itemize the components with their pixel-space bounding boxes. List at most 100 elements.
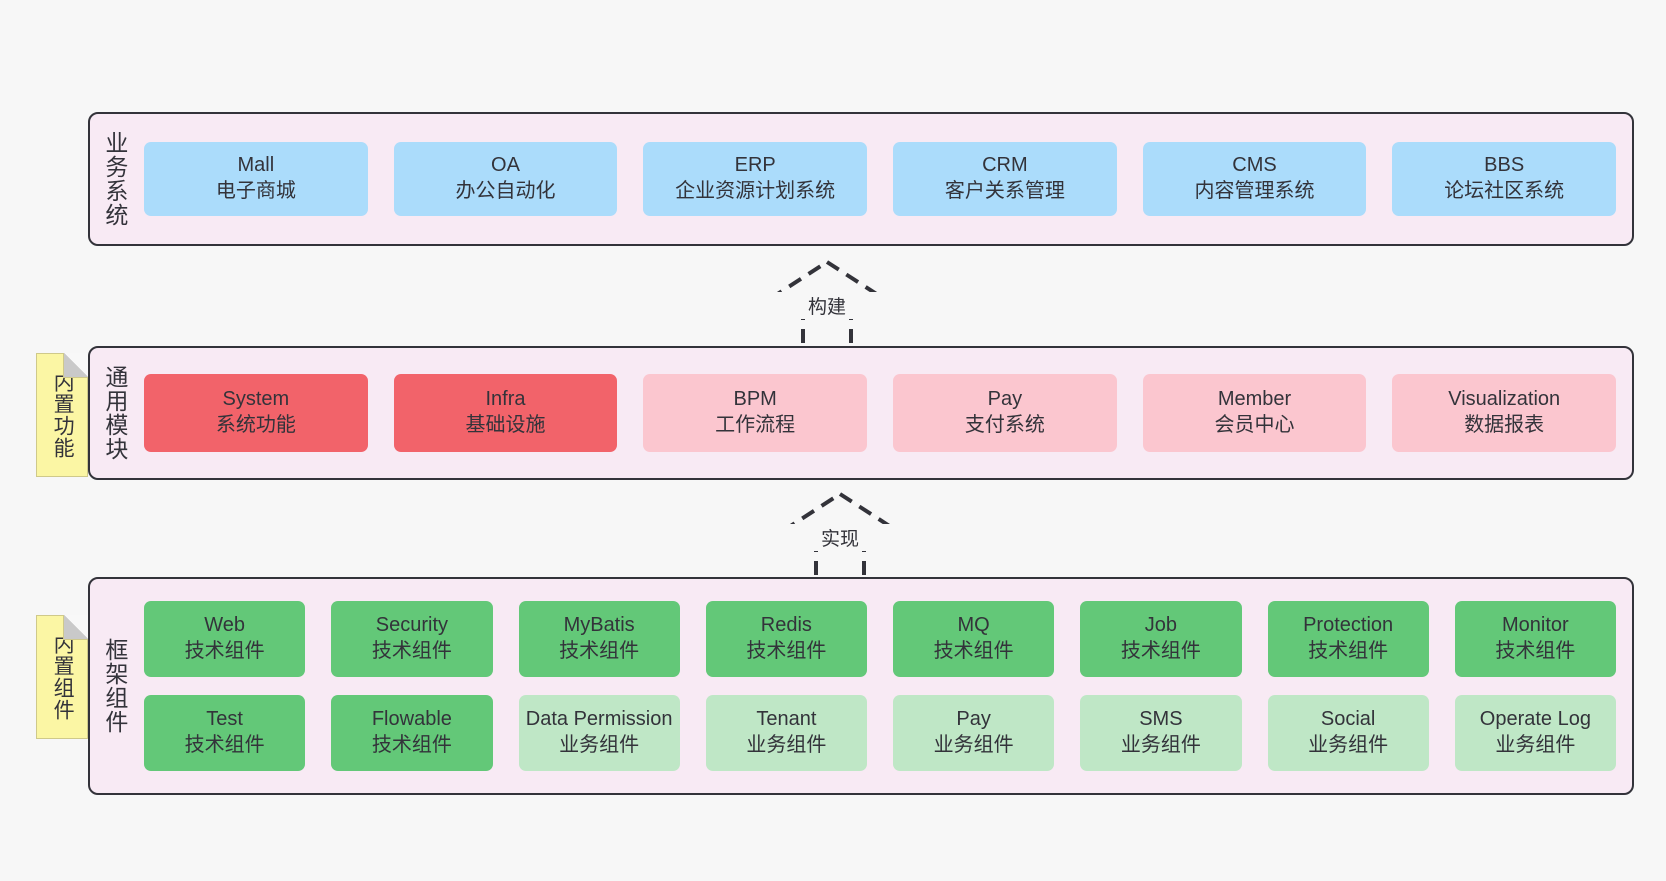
node-subtitle: 内容管理系统	[1194, 180, 1315, 202]
node-data-permission[interactable]: Data Permission 业务组件	[518, 695, 680, 771]
layer-label-business-systems: 业务系统	[101, 131, 128, 227]
business-systems-row: Mall 电子商城 OA 办公自动化 ERP 企业资源计划系统 CRM 客户关系…	[144, 142, 1617, 216]
node-pay-component[interactable]: Pay 业务组件	[893, 695, 1055, 771]
node-title: Tenant	[756, 708, 817, 731]
node-subtitle: 技术组件	[1495, 640, 1576, 662]
layer-body-business-systems: Mall 电子商城 OA 办公自动化 ERP 企业资源计划系统 CRM 客户关系…	[138, 114, 1632, 244]
node-title: ERP	[734, 154, 776, 177]
node-title: Mall	[237, 154, 275, 177]
node-title: Infra	[485, 388, 526, 411]
node-subtitle: 技术组件	[559, 640, 640, 662]
node-title: Security	[375, 614, 448, 637]
node-bpm[interactable]: BPM 工作流程	[643, 374, 868, 452]
node-infra[interactable]: Infra 基础设施	[393, 374, 618, 452]
node-job[interactable]: Job 技术组件	[1080, 601, 1242, 677]
node-subtitle: 技术组件	[1120, 640, 1201, 662]
node-protection[interactable]: Protection 技术组件	[1267, 601, 1429, 677]
layer-business-systems: 业务系统 Mall 电子商城 OA 办公自动化 ERP 企业资源计划系统 CRM…	[88, 112, 1634, 246]
note-builtin-features: 内置功能	[36, 353, 88, 477]
node-mall[interactable]: Mall 电子商城	[144, 142, 368, 216]
node-title: BBS	[1484, 154, 1525, 177]
node-erp[interactable]: ERP 企业资源计划系统	[643, 142, 868, 216]
hollow-triangle-arrowhead	[770, 492, 910, 540]
node-subtitle: 业务组件	[1495, 734, 1576, 756]
node-pay[interactable]: Pay 支付系统	[893, 374, 1117, 452]
node-sms[interactable]: SMS 业务组件	[1080, 695, 1242, 771]
node-title: System	[222, 388, 290, 411]
node-mq[interactable]: MQ 技术组件	[893, 601, 1055, 677]
node-title: MQ	[957, 614, 990, 637]
hollow-triangle-arrowhead	[757, 260, 897, 308]
framework-components-row-1: Web 技术组件 Security 技术组件 MyBatis 技术组件 Redi…	[144, 601, 1616, 677]
note-builtin-components: 内置组件	[36, 615, 88, 739]
node-title: Web	[204, 614, 245, 637]
layer-framework-components: 框架组件 Web 技术组件 Security 技术组件 MyBatis 技术组件…	[88, 577, 1634, 795]
node-title: Test	[206, 708, 243, 731]
node-subtitle: 技术组件	[933, 640, 1014, 662]
node-subtitle: 办公自动化	[455, 180, 556, 202]
layer-common-modules: 通用模块 System 系统功能 Infra 基础设施 BPM 工作流程 Pay…	[88, 346, 1634, 480]
node-title: Pay	[987, 388, 1023, 411]
node-operate-log[interactable]: Operate Log 业务组件	[1454, 695, 1616, 771]
node-title: CMS	[1232, 154, 1277, 177]
node-title: SMS	[1139, 708, 1183, 731]
node-title: Data Permission	[525, 708, 673, 731]
connector-realize: 实现	[750, 490, 930, 590]
node-title: BPM	[733, 388, 777, 411]
node-title: Operate Log	[1479, 708, 1591, 731]
node-test[interactable]: Test 技术组件	[144, 695, 306, 771]
node-title: Social	[1320, 708, 1376, 731]
node-subtitle: 业务组件	[1308, 734, 1389, 756]
framework-components-row-2: Test 技术组件 Flowable 技术组件 Data Permission …	[144, 695, 1616, 771]
node-subtitle: 业务组件	[1120, 734, 1201, 756]
common-modules-row: System 系统功能 Infra 基础设施 BPM 工作流程 Pay 支付系统…	[144, 374, 1617, 452]
layer-body-framework-components: Web 技术组件 Security 技术组件 MyBatis 技术组件 Redi…	[138, 579, 1632, 793]
node-title: CRM	[982, 154, 1028, 177]
node-cms[interactable]: CMS 内容管理系统	[1142, 142, 1367, 216]
node-monitor[interactable]: Monitor 技术组件	[1454, 601, 1616, 677]
layer-label-common-modules: 通用模块	[101, 365, 128, 461]
node-oa[interactable]: OA 办公自动化	[393, 142, 618, 216]
node-visualization[interactable]: Visualization 数据报表	[1392, 374, 1617, 452]
node-crm[interactable]: CRM 客户关系管理	[893, 142, 1117, 216]
node-subtitle: 技术组件	[371, 640, 452, 662]
node-web[interactable]: Web 技术组件	[144, 601, 306, 677]
node-subtitle: 系统功能	[215, 414, 296, 436]
node-subtitle: 客户关系管理	[944, 180, 1065, 202]
node-subtitle: 数据报表	[1464, 414, 1545, 436]
node-title: Monitor	[1502, 614, 1569, 637]
node-subtitle: 工作流程	[715, 414, 796, 436]
layer-body-common-modules: System 系统功能 Infra 基础设施 BPM 工作流程 Pay 支付系统…	[138, 348, 1632, 478]
node-bbs[interactable]: BBS 论坛社区系统	[1392, 142, 1617, 216]
node-title: Protection	[1303, 614, 1394, 637]
node-subtitle: 业务组件	[933, 734, 1014, 756]
node-subtitle: 业务组件	[746, 734, 827, 756]
node-subtitle: 技术组件	[746, 640, 827, 662]
node-mybatis[interactable]: MyBatis 技术组件	[518, 601, 680, 677]
node-subtitle: 业务组件	[559, 734, 640, 756]
node-redis[interactable]: Redis 技术组件	[705, 601, 867, 677]
node-title: OA	[491, 154, 520, 177]
node-subtitle: 会员中心	[1214, 414, 1295, 436]
node-tenant[interactable]: Tenant 业务组件	[705, 695, 867, 771]
node-subtitle: 技术组件	[184, 734, 265, 756]
node-subtitle: 技术组件	[371, 734, 452, 756]
node-title: Visualization	[1448, 388, 1561, 411]
node-social[interactable]: Social 业务组件	[1267, 695, 1429, 771]
node-title: Job	[1144, 614, 1177, 637]
node-subtitle: 技术组件	[184, 640, 265, 662]
node-subtitle: 电子商城	[215, 180, 296, 202]
connector-build: 构建	[737, 258, 917, 358]
node-subtitle: 基础设施	[465, 414, 546, 436]
node-title: Member	[1217, 388, 1292, 411]
node-title: Pay	[956, 708, 991, 731]
node-member[interactable]: Member 会员中心	[1142, 374, 1367, 452]
node-system[interactable]: System 系统功能	[144, 374, 368, 452]
node-title: Flowable	[371, 708, 452, 731]
node-subtitle: 论坛社区系统	[1444, 180, 1565, 202]
node-flowable[interactable]: Flowable 技术组件	[331, 695, 493, 771]
node-title: MyBatis	[563, 614, 635, 637]
node-subtitle: 企业资源计划系统	[675, 180, 836, 202]
node-security[interactable]: Security 技术组件	[331, 601, 493, 677]
